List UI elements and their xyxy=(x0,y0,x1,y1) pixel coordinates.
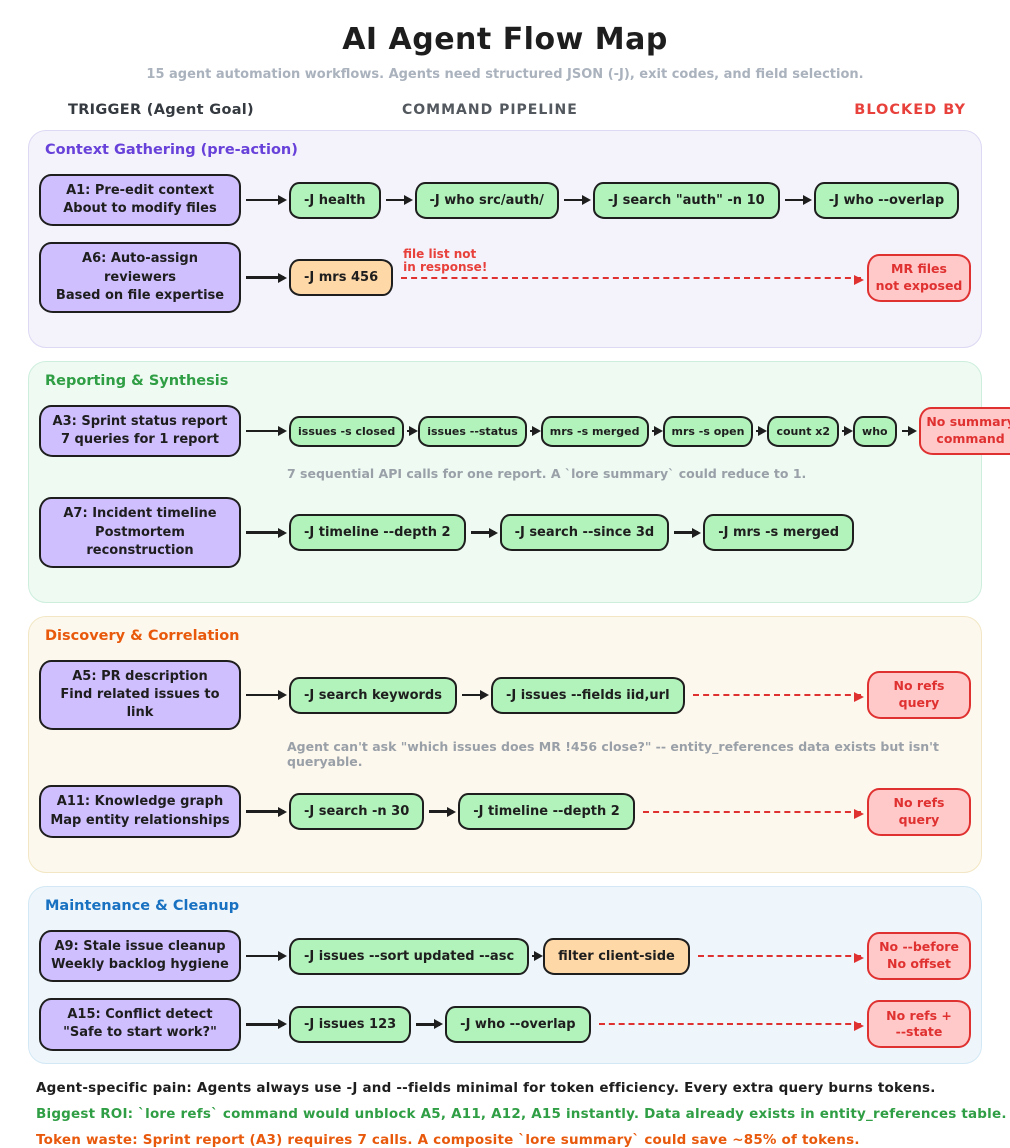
flow-arrow xyxy=(563,198,588,202)
trigger-box-a11: A11: Knowledge graph Map entity relation… xyxy=(39,785,241,838)
flow-arrow xyxy=(842,429,851,433)
flow-arrow xyxy=(529,429,538,433)
trigger-box-a7: A7: Incident timeline Postmortem reconst… xyxy=(39,497,241,568)
flow-arrow xyxy=(901,429,914,433)
blocked-connector xyxy=(642,808,865,819)
pipeline-note: 7 sequential API calls for one report. A… xyxy=(287,466,807,482)
flow-arrow xyxy=(246,954,284,958)
command-step: -J search keywords xyxy=(289,676,457,714)
command-step: -J who --overlap xyxy=(813,181,960,219)
blocked-box: No --before No offset xyxy=(867,932,971,980)
trigger-box-a15: A15: Conflict detect "Safe to start work… xyxy=(39,998,241,1051)
blocked-connector xyxy=(697,953,865,963)
command-step: -J timeline --depth 2 xyxy=(458,793,635,831)
flow-arrow xyxy=(429,810,454,813)
command-step: count x2 xyxy=(767,415,840,447)
blocked-connector xyxy=(692,692,865,703)
flow-arrow xyxy=(246,198,284,202)
flow-arrow xyxy=(246,810,284,813)
workaround-step: filter client-side xyxy=(543,937,690,975)
command-step: -J issues 123 xyxy=(289,1005,412,1043)
footnotes: Agent-specific pain: Agents always use -… xyxy=(36,1080,1010,1148)
flow-arrow xyxy=(416,1023,441,1026)
flow-arrow xyxy=(246,1023,284,1026)
workflow-row-a11: A11: Knowledge graph Map entity relation… xyxy=(39,785,973,838)
blocked-box: No refs + --state xyxy=(867,1000,971,1049)
diagram-subtitle: 15 agent automation workflows. Agents ne… xyxy=(146,67,864,82)
section-label: Discovery & Correlation xyxy=(45,627,240,644)
section-label: Context Gathering (pre-action) xyxy=(45,142,298,158)
command-step: -J search -n 30 xyxy=(289,793,425,831)
section-maintenance-cleanup: Maintenance & Cleanup A9: Stale issue cl… xyxy=(28,885,982,1064)
command-step: mrs -s merged xyxy=(540,415,649,447)
command-step: -J mrs -s merged xyxy=(703,514,855,552)
annotation-file-list: file list not in response! xyxy=(403,246,488,275)
section-reporting-synthesis: Reporting & Synthesis A3: Sprint status … xyxy=(28,360,1010,603)
workflow-row-a1: A1: Pre-edit context About to modify fil… xyxy=(39,174,973,227)
trigger-box-a3: A3: Sprint status report 7 queries for 1… xyxy=(39,404,241,458)
command-step: mrs -s open xyxy=(662,415,754,447)
section-label: Reporting & Synthesis xyxy=(45,372,229,389)
command-step: -J timeline --depth 2 xyxy=(289,514,466,552)
flow-arrow xyxy=(651,429,660,433)
workflow-row-a5: A5: PR description Find related issues t… xyxy=(39,659,973,731)
trigger-box-a5: A5: PR description Find related issues t… xyxy=(39,659,241,731)
footnote-roi: Biggest ROI: `lore refs` command would u… xyxy=(36,1105,1007,1122)
flow-arrow xyxy=(674,531,699,534)
workaround-step: -J mrs 456 xyxy=(289,259,394,297)
workflow-row-a7: A7: Incident timeline Postmortem reconst… xyxy=(39,497,973,568)
blocked-connector xyxy=(598,1021,865,1032)
flow-arrow xyxy=(407,429,416,433)
blocked-box: No summary command xyxy=(918,407,1010,456)
column-header-blocked-by: BLOCKED BY xyxy=(854,102,966,118)
flow-map-canvas: { "title": "AI Agent Flow Map", "subtitl… xyxy=(0,0,1010,1019)
workflow-row-a15: A15: Conflict detect "Safe to start work… xyxy=(39,998,973,1051)
trigger-box-a9: A9: Stale issue cleanup Weekly backlog h… xyxy=(39,929,241,983)
command-step: -J who src/auth/ xyxy=(414,181,559,219)
flow-arrow xyxy=(246,531,284,534)
column-header-trigger: TRIGGER (Agent Goal) xyxy=(68,102,254,118)
flow-arrow xyxy=(784,198,809,202)
trigger-box-a1: A1: Pre-edit context About to modify fil… xyxy=(39,174,241,227)
flow-arrow xyxy=(532,954,541,958)
flow-arrow xyxy=(246,429,284,433)
command-step: -J who --overlap xyxy=(445,1005,591,1043)
command-step: -J issues --sort updated --asc xyxy=(289,937,530,975)
trigger-box-a6: A6: Auto-assign reviewers Based on file … xyxy=(39,242,241,313)
flow-arrow xyxy=(246,276,284,279)
flow-arrow xyxy=(385,198,410,202)
flow-arrow xyxy=(756,429,765,433)
workflow-row-a3: A3: Sprint status report 7 queries for 1… xyxy=(39,404,1010,458)
flow-arrow xyxy=(470,531,495,534)
command-step: -J search --since 3d xyxy=(499,514,670,552)
flow-arrow xyxy=(461,693,486,697)
column-header-pipeline: COMMAND PIPELINE xyxy=(401,102,578,118)
section-discovery-correlation: Discovery & Correlation A5: PR descripti… xyxy=(28,615,982,873)
blocked-box: No refs query xyxy=(867,787,971,836)
workflow-row-a6: A6: Auto-assign reviewers Based on file … xyxy=(39,242,973,313)
section-label: Maintenance & Cleanup xyxy=(45,897,240,914)
blocked-connector: file list not in response! xyxy=(401,247,864,285)
pipeline-note: Agent can't ask "which issues does MR !4… xyxy=(287,739,939,770)
workflow-row-a9: A9: Stale issue cleanup Weekly backlog h… xyxy=(39,929,973,983)
footnote-pain: Agent-specific pain: Agents always use -… xyxy=(36,1079,936,1096)
command-step: -J search "auth" -n 10 xyxy=(592,181,780,219)
column-headers: TRIGGER (Agent Goal) COMMAND PIPELINE BL… xyxy=(30,102,980,118)
command-step: -J issues --fields iid,url xyxy=(490,676,685,714)
blocked-box: MR files not exposed xyxy=(867,253,971,302)
footnote-token-waste: Token waste: Sprint report (A3) requires… xyxy=(36,1131,860,1148)
command-step: who xyxy=(853,415,897,447)
section-context-gathering: Context Gathering (pre-action) A1: Pre-e… xyxy=(28,130,982,348)
blocked-box: No refs query xyxy=(867,671,971,720)
command-step: issues --status xyxy=(418,415,527,447)
command-step: issues -s closed xyxy=(289,415,405,447)
flow-arrow xyxy=(246,693,284,697)
diagram-title: AI Agent Flow Map xyxy=(342,22,668,57)
command-step: -J health xyxy=(289,181,381,219)
